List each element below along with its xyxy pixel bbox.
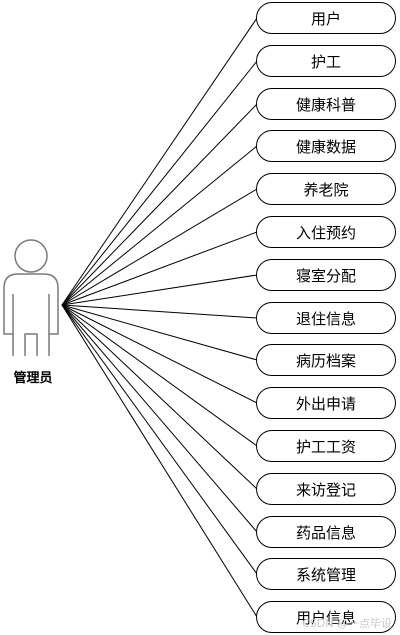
use-case-3[interactable]: 健康科普 — [256, 88, 396, 120]
use-case-1[interactable]: 用户 — [256, 2, 396, 34]
connector-line-11 — [61, 304, 258, 447]
use-case-9[interactable]: 病历档案 — [256, 344, 396, 376]
use-case-14[interactable]: 系统管理 — [256, 558, 396, 590]
actor-label: 管理员 — [13, 371, 53, 386]
use-case-2[interactable]: 护工 — [256, 45, 396, 77]
use-case-11[interactable]: 护工工资 — [256, 430, 396, 462]
connector-line-9 — [61, 304, 258, 361]
use-case-5[interactable]: 养老院 — [256, 173, 396, 205]
use-case-13[interactable]: 药品信息 — [256, 516, 396, 548]
connector-line-8 — [61, 304, 258, 319]
connector-line-13 — [61, 304, 258, 533]
connector-line-2 — [61, 60, 258, 306]
use-case-6[interactable]: 入住预约 — [256, 216, 396, 248]
watermark: CSDN @一点毕设 — [302, 617, 392, 630]
use-case-4[interactable]: 健康数据 — [256, 130, 396, 162]
connector-line-7 — [61, 274, 258, 306]
connector-line-6 — [61, 231, 258, 306]
connector-line-1 — [61, 17, 258, 306]
actor-body — [3, 273, 59, 356]
use-case-8[interactable]: 退住信息 — [256, 302, 396, 334]
connector-line-3 — [61, 103, 258, 306]
connector-line-12 — [61, 304, 258, 490]
actor-head — [14, 239, 48, 273]
connector-line-5 — [61, 188, 258, 306]
connector-line-15 — [61, 304, 258, 618]
connector-line-10 — [61, 304, 258, 404]
use-case-12[interactable]: 来访登记 — [256, 473, 396, 505]
use-case-10[interactable]: 外出申请 — [256, 387, 396, 419]
connector-line-4 — [61, 145, 258, 306]
use-case-7[interactable]: 寝室分配 — [256, 259, 396, 291]
use-case-15[interactable]: 用户信息 — [256, 601, 396, 633]
actor-figure — [3, 239, 59, 356]
connector-line-14 — [61, 304, 258, 575]
